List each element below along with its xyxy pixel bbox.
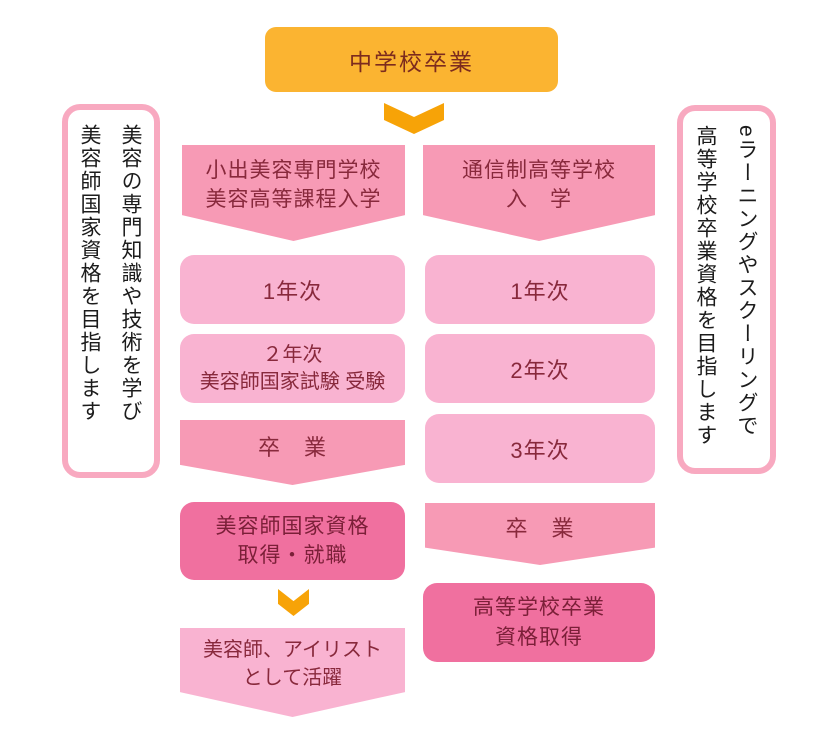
correspondence-school-entry-line1: 通信制高等学校 [462, 159, 616, 182]
middle-school-graduation-box: 中学校卒業 [265, 27, 558, 92]
high-school-year2-box: 2年次 [425, 334, 655, 403]
high-school-graduation-label: 卒 業 [505, 516, 575, 541]
high-school-graduation-banner: 卒 業 [425, 503, 655, 565]
high-school-year3-box: 3年次 [425, 414, 655, 483]
right-note: eラーニングやスクーリングで 高等学校卒業資格を目指します [677, 105, 776, 474]
correspondence-school-entry-banner: 通信制高等学校 入 学 [423, 145, 655, 241]
right-note-text: eラーニングやスクーリングで 高等学校卒業資格を目指します [683, 111, 770, 468]
career-line1: 美容師、アイリスト [203, 639, 382, 661]
high-school-diploma-line1: 高等学校卒業 [473, 596, 605, 620]
high-school-diploma-line2: 資格取得 [495, 625, 583, 649]
left-note-line1: 美容の専門知識や技術を学び [119, 124, 142, 423]
beauty-school-year2-box: ２年次 美容師国家試験 受験 [180, 334, 405, 403]
national-license-line2: 取得・就職 [237, 544, 348, 567]
left-note-line2: 美容師国家資格を目指します [78, 124, 101, 423]
national-license-line1: 美容師国家資格 [215, 514, 370, 538]
high-school-year1-box: 1年次 [425, 255, 655, 324]
high-school-diploma-box: 高等学校卒業 資格取得 [423, 583, 655, 662]
beauty-school-graduation-banner: 卒 業 [180, 420, 405, 485]
beauty-school-year2-line2: 美容師国家試験 受験 [199, 370, 386, 393]
down-arrow-icon [278, 589, 309, 616]
correspondence-school-entry-line2: 入 学 [506, 187, 572, 211]
beauty-school-year1-label: 1年次 [262, 278, 323, 304]
middle-school-graduation-label: 中学校卒業 [349, 48, 474, 75]
beauty-school-year1-box: 1年次 [180, 255, 405, 324]
national-license-box: 美容師国家資格 取得・就職 [180, 502, 405, 580]
high-school-year3-label: 3年次 [510, 437, 570, 463]
beauty-school-year2-line1: ２年次 [262, 343, 323, 366]
beauty-school-entry-line1: 小出美容専門学校 [205, 159, 382, 182]
left-note: 美容の専門知識や技術を学び 美容師国家資格を目指します [62, 104, 160, 478]
career-banner: 美容師、アイリスト として活躍 [180, 628, 405, 717]
beauty-school-graduation-label: 卒 業 [257, 435, 327, 460]
beauty-school-entry-line2: 美容高等課程入学 [205, 187, 382, 211]
left-note-text: 美容の専門知識や技術を学び 美容師国家資格を目指します [68, 110, 154, 472]
right-note-line2: 高等学校卒業資格を目指します [694, 125, 717, 447]
down-arrow-icon [384, 103, 444, 134]
career-line2: として活躍 [242, 667, 343, 689]
high-school-year2-label: 2年次 [510, 357, 570, 383]
beauty-school-entry-banner: 小出美容専門学校 美容高等課程入学 [182, 145, 405, 241]
high-school-year1-label: 1年次 [510, 278, 570, 304]
right-note-line1: eラーニングやスクーリングで [735, 125, 758, 438]
